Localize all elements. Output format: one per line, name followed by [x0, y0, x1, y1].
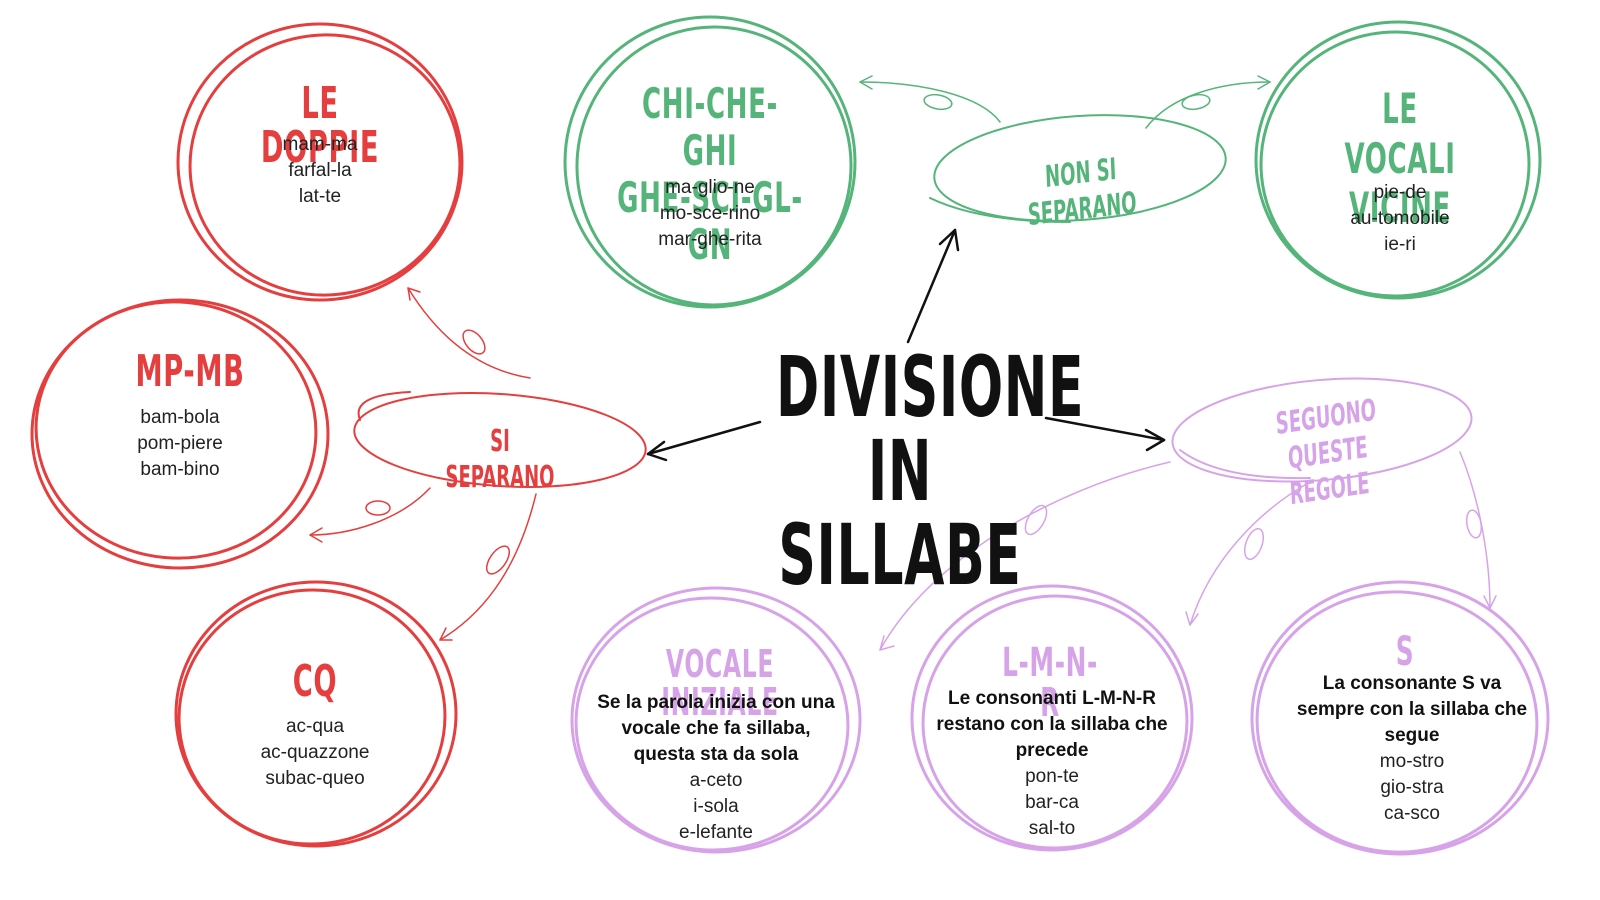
- title-chi-che-line1: CHI-CHE-GHI: [642, 79, 778, 176]
- examples-vocali-vicine: pie-de au-tomobile ie-ri: [1320, 180, 1480, 258]
- example: mo-stro: [1379, 751, 1445, 772]
- example: mo-sce-rino: [659, 203, 761, 224]
- example: lat-te: [298, 186, 342, 207]
- rule-line: Le consonanti L-M-N-R: [948, 688, 1156, 709]
- arrow-to-seguono: [1044, 416, 1166, 452]
- example: pie-de: [1373, 182, 1427, 203]
- arrow-to-mp-mb: [309, 487, 431, 543]
- example: ac-qua: [285, 716, 345, 737]
- rule-line: vocale che fa sillaba,: [621, 718, 811, 739]
- body-vocale-iniziale: Se la parola inizia con una vocale che f…: [584, 690, 848, 846]
- example: farfal-la: [288, 160, 352, 181]
- title-mp-mb: MP-MB: [135, 346, 245, 397]
- arrow-to-vocale-iniziale: [879, 461, 1171, 651]
- example: subac-queo: [265, 768, 365, 789]
- circle-vocale-iniziale: [570, 586, 862, 854]
- title-vocali-vicine: LE VOCALI VICINE: [1338, 84, 1462, 233]
- example: a-ceto: [689, 770, 743, 791]
- arrow-to-non-si-separano: [906, 228, 960, 344]
- example: pon-te: [1025, 766, 1079, 787]
- rule-line: questa sta da sola: [633, 744, 799, 765]
- examples-le-doppie: mam-ma farfal-la lat-te: [240, 132, 400, 210]
- label-si-separano: SI SEPARANO: [445, 424, 555, 495]
- circle-le-doppie: [176, 22, 464, 302]
- example: bam-bola: [140, 407, 220, 428]
- example: gio-stra: [1380, 777, 1444, 798]
- arrow-to-vocali-vicine: [1145, 75, 1271, 129]
- example: au-tomobile: [1350, 208, 1450, 229]
- rule-line: precede: [1015, 740, 1089, 761]
- title-le-doppie: LE DOPPIE: [260, 78, 380, 173]
- title-chi-che-line2: GHE-SCI-GL-GN: [617, 173, 803, 270]
- example: bar-ca: [1025, 792, 1079, 813]
- rule-line: restano con la sillaba che: [936, 714, 1168, 735]
- example: pom-piere: [137, 433, 223, 454]
- example: sal-to: [1028, 818, 1076, 839]
- arrow-to-chi-che: [859, 75, 1001, 123]
- body-s: La consonante S va sempre con la sillaba…: [1282, 671, 1542, 827]
- arrow-to-cq: [439, 493, 537, 641]
- example: mar-ghe-rita: [658, 229, 762, 250]
- examples-mp-mb: bam-bola pom-piere bam-bino: [100, 405, 260, 483]
- circle-s: [1250, 580, 1550, 856]
- example: ac-quazzone: [260, 742, 370, 763]
- body-lmnr: Le consonanti L-M-N-R restano con la sil…: [920, 686, 1184, 842]
- example: bam-bino: [140, 459, 220, 480]
- oval-si-separano: [353, 391, 647, 489]
- example: ca-sco: [1384, 803, 1440, 824]
- circle-lmnr: [910, 584, 1194, 852]
- example: mam-ma: [282, 134, 358, 155]
- title-chi-che: CHI-CHE-GHI GHE-SCI-GL-GN: [617, 80, 803, 268]
- arrow-to-si-separano: [646, 420, 762, 462]
- rule-line: La consonante S va: [1322, 673, 1502, 694]
- example: i-sola: [693, 796, 739, 817]
- arrow-to-le-doppie: [407, 287, 531, 379]
- rule-line: segue: [1384, 725, 1440, 746]
- circle-mp-mb: [30, 298, 330, 570]
- oval-seguono: [1171, 377, 1473, 483]
- title-s: S: [1395, 629, 1415, 675]
- arrow-to-s: [1459, 451, 1497, 609]
- center-title-line1: DIVISIONE: [776, 338, 1085, 436]
- title-vocali-vicine-line2: VICINE: [1349, 183, 1451, 233]
- oval-non-si-separano: [929, 114, 1227, 223]
- title-lmnr: L-M-N-R: [1002, 640, 1098, 726]
- example: ma-glio-ne: [665, 177, 755, 198]
- example: ie-ri: [1384, 234, 1416, 255]
- center-title-line2: IN SILLABE: [778, 422, 1022, 604]
- title-vocale-iniziale: VOCALE INIZIALE: [661, 642, 779, 724]
- title-cq: CQ: [292, 656, 338, 707]
- examples-cq: ac-qua ac-quazzone subac-queo: [230, 714, 400, 792]
- examples-chi-che: ma-glio-ne mo-sce-rino mar-ghe-rita: [630, 175, 790, 253]
- center-title: DIVISIONE IN SILLABE: [776, 338, 1085, 604]
- title-vocali-vicine-line1: LE VOCALI: [1344, 84, 1456, 183]
- circle-chi-che: [563, 15, 857, 309]
- circle-cq: [174, 580, 458, 848]
- rule-line: sempre con la sillaba che: [1296, 699, 1528, 720]
- rule-line: Se la parola inizia con una: [597, 692, 835, 713]
- example: e-lefante: [679, 822, 753, 843]
- circle-vocali-vicine: [1254, 20, 1542, 300]
- arrow-to-lmnr: [1185, 481, 1311, 626]
